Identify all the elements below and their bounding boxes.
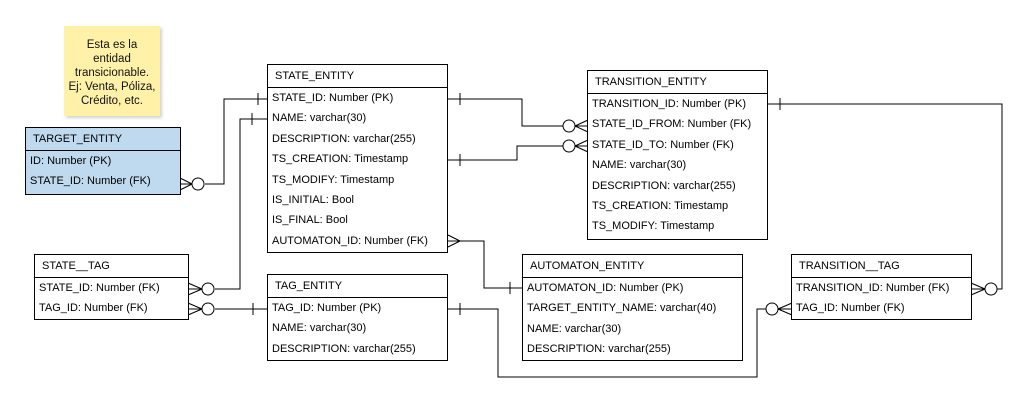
- sticky-note: Esta es la entidad transicionable. Ej: V…: [64, 26, 160, 116]
- entity-field: NAME: varchar(30): [272, 112, 367, 125]
- transition-entity-table: TRANSITION_ENTITY TRANSITION_ID: Number …: [587, 70, 768, 240]
- entity-field: STATE_ID_FROM: Number (FK): [592, 118, 752, 131]
- entity-field: NAME: varchar(30): [272, 322, 367, 335]
- automaton-entity-table: AUTOMATON_ENTITY AUTOMATON_ID: Number (P…: [522, 254, 743, 361]
- entity-field: TAG_ID: Number (PK): [272, 302, 382, 314]
- link-tag-transitiontag: [448, 302, 793, 378]
- entity-field: ID: Number (PK): [30, 155, 112, 167]
- entity-field: DESCRIPTION: varchar(255): [527, 343, 671, 356]
- entity-field: NAME: varchar(30): [527, 322, 622, 335]
- note-line: Crédito, etc.: [81, 95, 143, 107]
- entity-field: IS_FINAL: Bool: [272, 214, 348, 227]
- note-line: entidad: [93, 53, 131, 65]
- entity-field: TRANSITION_ID: Number (PK): [592, 98, 747, 110]
- entity-field: TS_CREATION: Timestamp: [272, 153, 409, 166]
- entity-field: TARGET_ENTITY_NAME: varchar(40): [527, 302, 717, 315]
- transition-tag-table: TRANSITION__TAG TRANSITION_ID: Number (F…: [791, 254, 972, 320]
- note-line: Esta es la: [86, 39, 138, 51]
- entity-field: STATE_ID: Number (FK): [30, 175, 151, 188]
- entity-title: STATE_ENTITY: [268, 65, 447, 88]
- entity-field: AUTOMATON_ID: Number (FK): [272, 234, 428, 247]
- link-target-state: [179, 93, 268, 191]
- link-statetag-state: [187, 113, 268, 296]
- entity-title: STATE__TAG: [35, 255, 188, 278]
- link-statetag-tag: [187, 302, 268, 316]
- state-tag-table: STATE__TAG STATE_ID: Number (FK) TAG_ID:…: [34, 254, 189, 320]
- entity-title: TARGET_ENTITY: [26, 128, 180, 151]
- entity-title: TRANSITION_ENTITY: [588, 71, 767, 94]
- link-transition-transitiontag: [768, 98, 1003, 296]
- entity-field: STATE_ID_TO: Number (FK): [592, 138, 734, 151]
- entity-field: TRANSITION_ID: Number (FK): [796, 282, 950, 294]
- entity-field: TAG_ID: Number (FK): [796, 302, 905, 315]
- note-line: transicionable.: [74, 67, 150, 79]
- note-line: Ej: Venta, Póliza,: [68, 81, 156, 93]
- entity-field: DESCRIPTION: varchar(255): [272, 132, 416, 145]
- entity-field: TS_CREATION: Timestamp: [592, 199, 729, 212]
- entity-field: TS_MODIFY: Timestamp: [272, 173, 395, 186]
- link-state-transition-from: [448, 93, 589, 133]
- entity-field: NAME: varchar(30): [592, 159, 687, 172]
- entity-title: TRANSITION__TAG: [792, 255, 971, 278]
- entity-field: TAG_ID: Number (FK): [39, 302, 148, 315]
- entity-field: STATE_ID: Number (FK): [39, 282, 160, 294]
- link-state-transition-to: [448, 139, 589, 166]
- entity-field: TS_MODIFY: Timestamp: [592, 220, 715, 233]
- link-state-automaton: [447, 234, 522, 294]
- state-entity-table: STATE_ENTITY STATE_ID: Number (PK) NAME:…: [267, 64, 448, 253]
- entity-field: DESCRIPTION: varchar(255): [592, 179, 736, 192]
- entity-field: AUTOMATON_ID: Number (PK): [527, 282, 684, 294]
- entity-title: TAG_ENTITY: [268, 275, 447, 298]
- entity-field: STATE_ID: Number (PK): [272, 92, 394, 104]
- tag-entity-table: TAG_ENTITY TAG_ID: Number (PK) NAME: var…: [267, 274, 448, 361]
- entity-field: DESCRIPTION: varchar(255): [272, 342, 416, 355]
- entity-title: AUTOMATON_ENTITY: [523, 255, 742, 278]
- target-entity-table: TARGET_ENTITY ID: Number (PK) STATE_ID: …: [25, 127, 181, 195]
- entity-field: IS_INITIAL: Bool: [272, 193, 354, 206]
